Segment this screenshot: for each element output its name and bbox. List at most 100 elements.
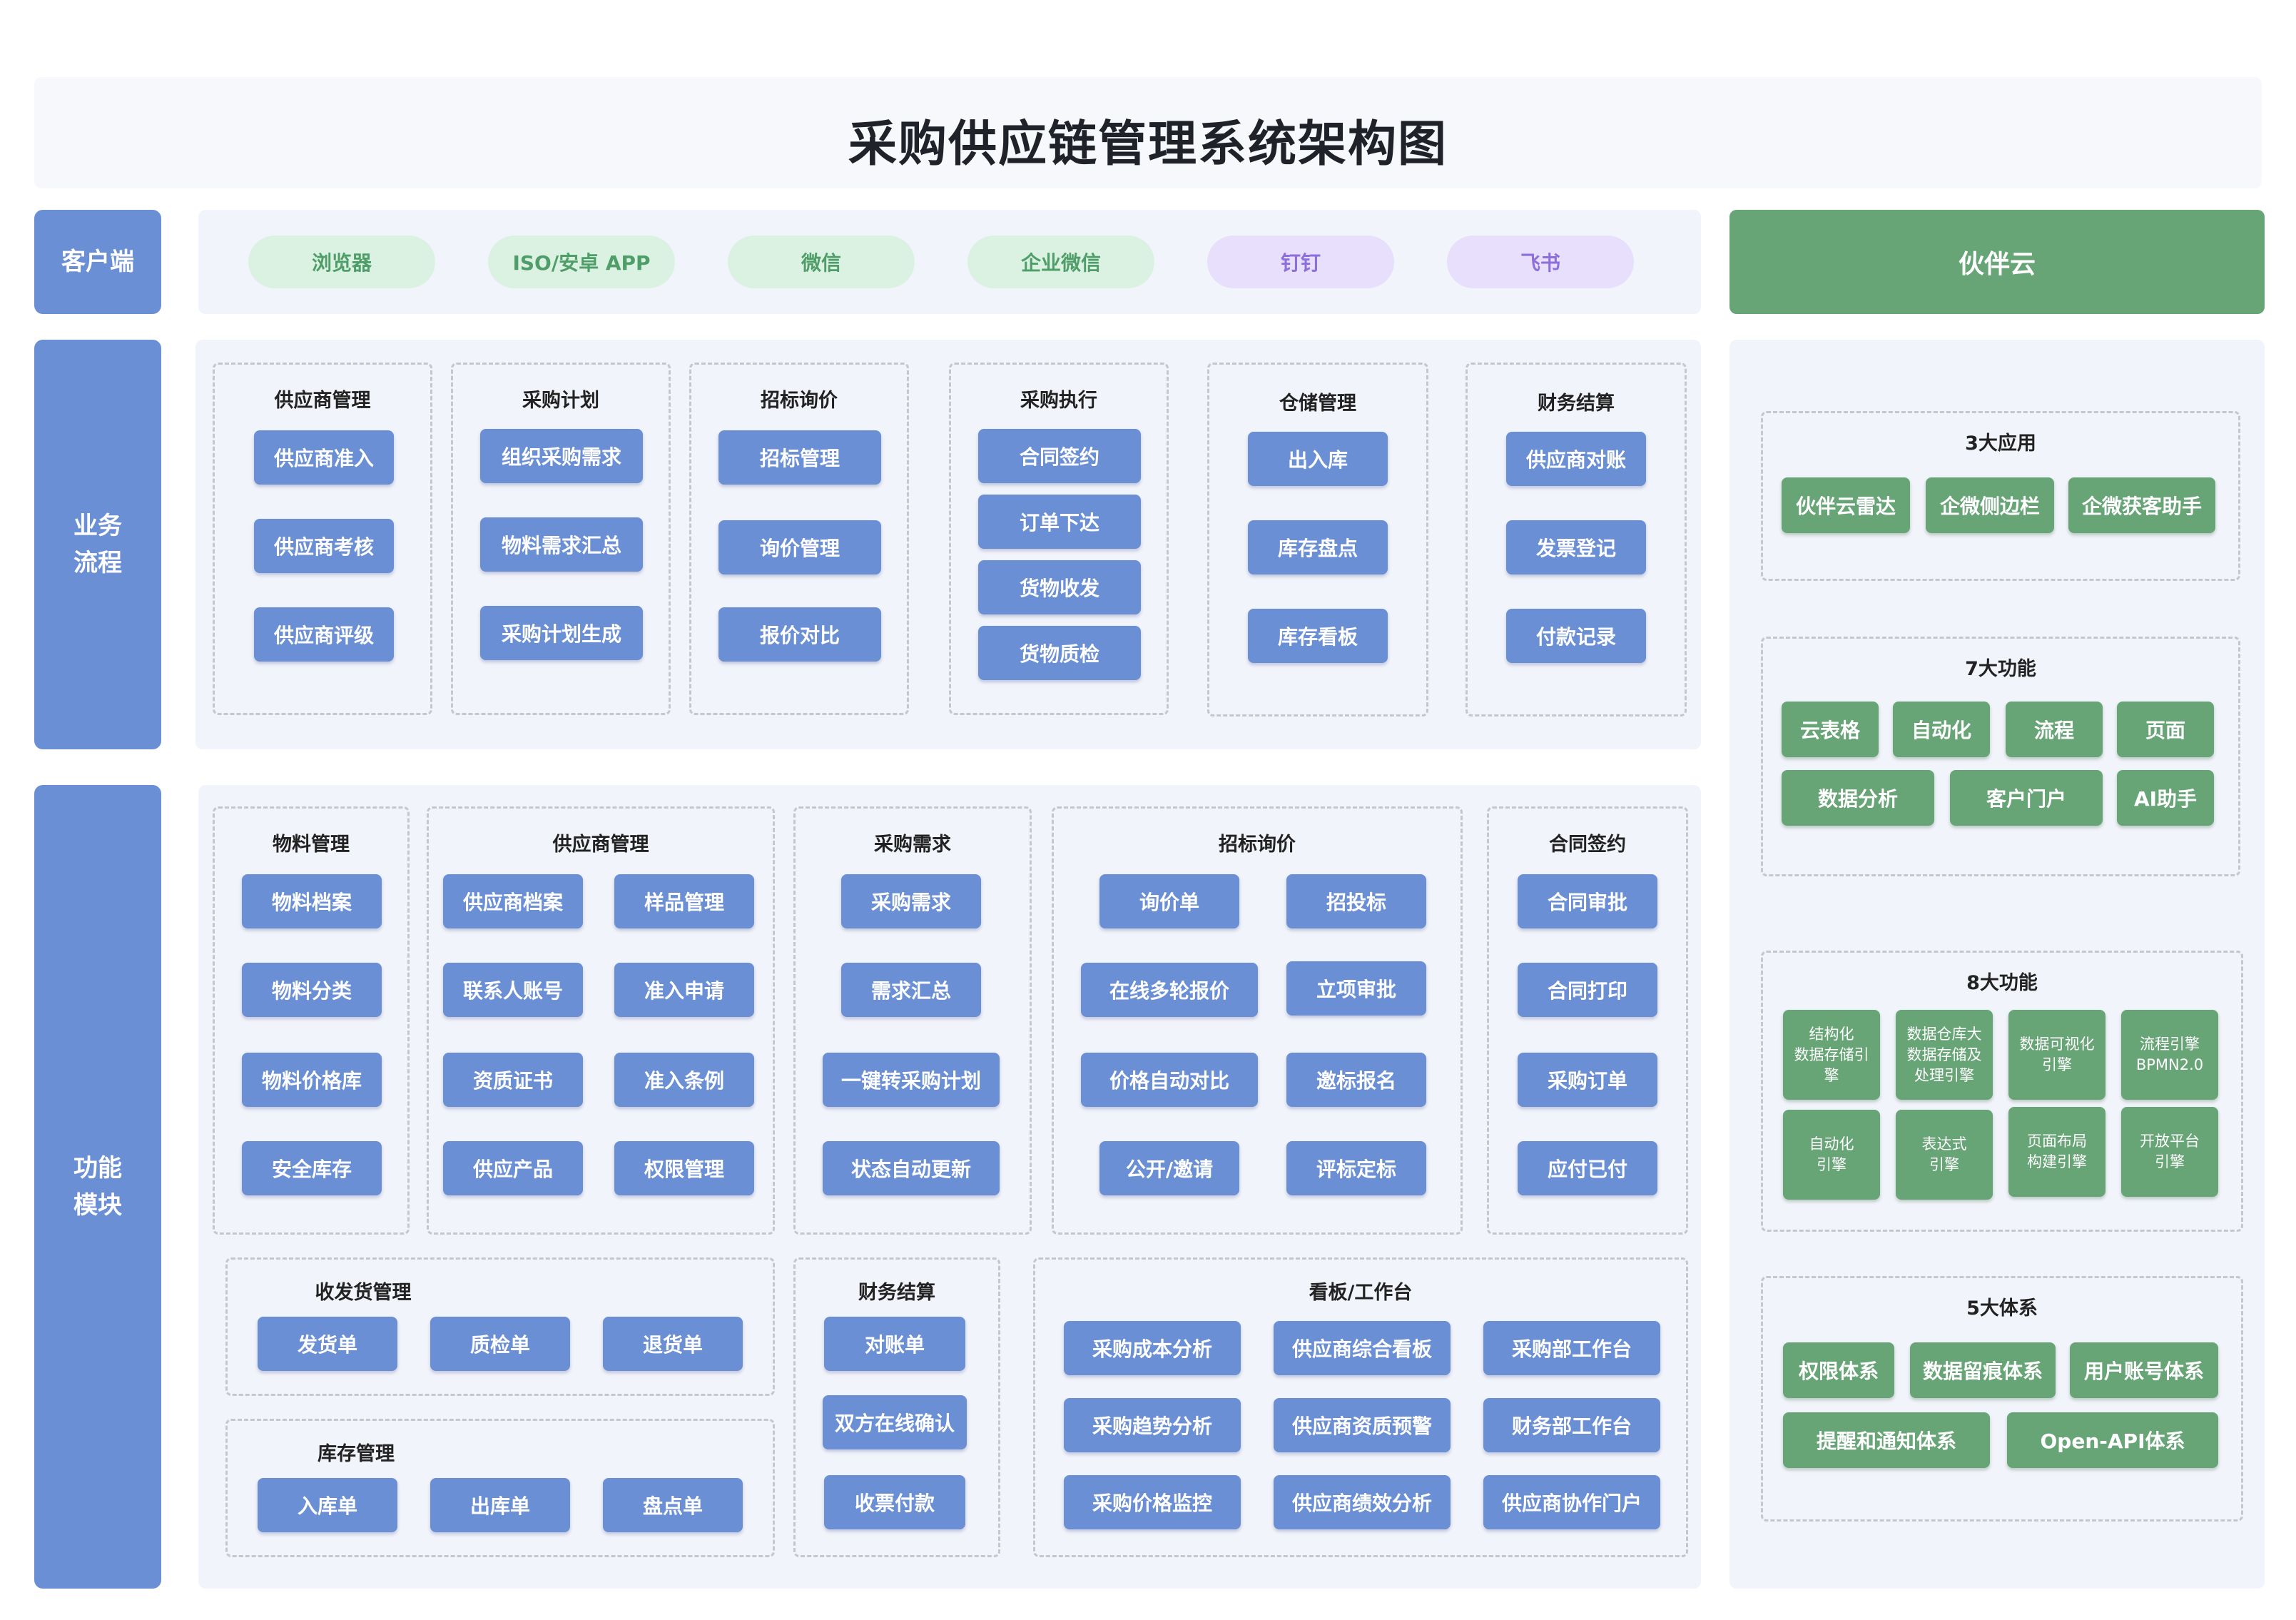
pc-system-user-account[interactable]: 用户账号体系 bbox=[2070, 1342, 2218, 1398]
bf-inquiry-management[interactable]: 询价管理 bbox=[718, 520, 881, 574]
bf-group-title: 仓储管理 bbox=[1279, 393, 1356, 415]
fm-delivery-note[interactable]: 发货单 bbox=[258, 1317, 397, 1371]
pc-app-acquisition[interactable]: 企微获客助手 bbox=[2068, 477, 2215, 533]
fm-safety-stock[interactable]: 安全库存 bbox=[242, 1141, 382, 1195]
fm-material-price[interactable]: 物料价格库 bbox=[242, 1053, 382, 1107]
fm-invoice-payment[interactable]: 收票付款 bbox=[824, 1475, 965, 1529]
pc-system-notification[interactable]: 提醒和通知体系 bbox=[1783, 1412, 1990, 1468]
client-mobile-app[interactable]: ISO/安卓 APP bbox=[488, 236, 675, 288]
fm-admission-rules[interactable]: 准入条例 bbox=[614, 1053, 754, 1107]
bf-order-issue[interactable]: 订单下达 bbox=[978, 495, 1141, 549]
pc-feature-page[interactable]: 页面 bbox=[2117, 702, 2214, 757]
fm-cost-analysis[interactable]: 采购成本分析 bbox=[1064, 1321, 1241, 1375]
fm-inbound-note[interactable]: 入库单 bbox=[258, 1478, 397, 1532]
fm-inquiry-form[interactable]: 询价单 bbox=[1099, 874, 1239, 928]
fm-public-invite[interactable]: 公开/邀请 bbox=[1099, 1141, 1239, 1195]
client-browser[interactable]: 浏览器 bbox=[248, 236, 435, 288]
fm-admission-apply[interactable]: 准入申请 bbox=[614, 963, 754, 1017]
fm-permission-management[interactable]: 权限管理 bbox=[614, 1141, 754, 1195]
fm-group-title: 合同签约 bbox=[1549, 834, 1626, 856]
fm-outbound-note[interactable]: 出库单 bbox=[430, 1478, 570, 1532]
fm-convert-to-plan[interactable]: 一键转采购计划 bbox=[823, 1053, 1000, 1107]
pc-engine-expression[interactable]: 表达式 引擎 bbox=[1896, 1110, 1993, 1200]
pc-system-data-trace[interactable]: 数据留痕体系 bbox=[1910, 1342, 2056, 1398]
bf-supplier-reconcile[interactable]: 供应商对账 bbox=[1506, 432, 1646, 486]
fm-demand-summary[interactable]: 需求汇总 bbox=[841, 963, 981, 1017]
pc-feature-workflow[interactable]: 流程 bbox=[2006, 702, 2103, 757]
fm-statement[interactable]: 对账单 bbox=[824, 1317, 965, 1371]
fm-supplier-dashboard[interactable]: 供应商综合看板 bbox=[1274, 1321, 1451, 1375]
pc-engine-structured-storage[interactable]: 结构化 数据存储引 擎 bbox=[1783, 1010, 1880, 1100]
bf-quote-compare[interactable]: 报价对比 bbox=[718, 607, 881, 662]
bf-supplier-admission[interactable]: 供应商准入 bbox=[254, 430, 394, 485]
bf-invoice-register[interactable]: 发票登记 bbox=[1506, 520, 1646, 574]
bf-supplier-rating[interactable]: 供应商评级 bbox=[254, 607, 394, 662]
pc-feature-customer-portal[interactable]: 客户门户 bbox=[1950, 770, 2103, 826]
pc-feature-ai-assistant[interactable]: AI助手 bbox=[2117, 770, 2214, 826]
fm-count-note[interactable]: 盘点单 bbox=[603, 1478, 743, 1532]
bf-tender-management[interactable]: 招标管理 bbox=[718, 430, 881, 485]
fm-material-category[interactable]: 物料分类 bbox=[242, 963, 382, 1017]
fm-finance-workbench[interactable]: 财务部工作台 bbox=[1483, 1398, 1660, 1452]
bf-plan-generate[interactable]: 采购计划生成 bbox=[480, 606, 643, 660]
client-feishu[interactable]: 飞书 bbox=[1447, 236, 1634, 288]
fm-price-monitor[interactable]: 采购价格监控 bbox=[1064, 1475, 1241, 1529]
pc-app-sidebar[interactable]: 企微侧边栏 bbox=[1926, 477, 2054, 533]
fm-group-contract: 合同签约 合同审批 合同打印 采购订单 应付已付 bbox=[1487, 806, 1688, 1235]
client-wechat[interactable]: 微信 bbox=[728, 236, 915, 288]
pc-engine-automation[interactable]: 自动化 引擎 bbox=[1783, 1110, 1880, 1200]
fm-price-auto-compare[interactable]: 价格自动对比 bbox=[1081, 1053, 1258, 1107]
pc-engine-visualization[interactable]: 数据可视化 引擎 bbox=[2008, 1010, 2105, 1100]
fm-invite-register[interactable]: 邀标报名 bbox=[1286, 1053, 1426, 1107]
fm-qualification-cert[interactable]: 资质证书 bbox=[443, 1053, 583, 1107]
fm-contact-account[interactable]: 联系人账号 bbox=[443, 963, 583, 1017]
client-dingtalk[interactable]: 钉钉 bbox=[1207, 236, 1394, 288]
pc-system-open-api[interactable]: Open-API体系 bbox=[2007, 1412, 2218, 1468]
bf-group-title: 供应商管理 bbox=[274, 390, 371, 412]
pc-engine-open-platform[interactable]: 开放平台 引擎 bbox=[2121, 1107, 2218, 1197]
pc-engine-data-warehouse[interactable]: 数据仓库大 数据存储及 处理引擎 bbox=[1896, 1010, 1993, 1100]
fm-qualification-warning[interactable]: 供应商资质预警 bbox=[1274, 1398, 1451, 1452]
client-wecom[interactable]: 企业微信 bbox=[967, 236, 1154, 288]
fm-contract-approval[interactable]: 合同审批 bbox=[1518, 874, 1657, 928]
bf-organize-demand[interactable]: 组织采购需求 bbox=[480, 429, 643, 483]
fm-trend-analysis[interactable]: 采购趋势分析 bbox=[1064, 1398, 1241, 1452]
fm-return-note[interactable]: 退货单 bbox=[603, 1317, 743, 1371]
bf-in-out-stock[interactable]: 出入库 bbox=[1248, 432, 1388, 486]
bf-goods-inspect[interactable]: 货物质检 bbox=[978, 626, 1141, 680]
fm-purchase-demand[interactable]: 采购需求 bbox=[841, 874, 981, 928]
fm-online-multi-quote[interactable]: 在线多轮报价 bbox=[1081, 963, 1258, 1017]
fm-bid-evaluation[interactable]: 评标定标 bbox=[1286, 1141, 1426, 1195]
pc-engine-bpmn[interactable]: 流程引擎 BPMN2.0 bbox=[2121, 1010, 2218, 1100]
bf-goods-receive[interactable]: 货物收发 bbox=[978, 560, 1141, 614]
bf-group-finance: 财务结算 供应商对账 发票登记 付款记录 bbox=[1466, 363, 1687, 717]
fm-online-confirm[interactable]: 双方在线确认 bbox=[823, 1395, 967, 1449]
fm-sample-management[interactable]: 样品管理 bbox=[614, 874, 754, 928]
pc-engine-page-layout[interactable]: 页面布局 构建引擎 bbox=[2008, 1107, 2105, 1197]
fm-inspection-note[interactable]: 质检单 bbox=[430, 1317, 570, 1371]
fm-material-file[interactable]: 物料档案 bbox=[242, 874, 382, 928]
fm-bidding[interactable]: 招投标 bbox=[1286, 874, 1426, 928]
fm-supply-products[interactable]: 供应产品 bbox=[443, 1141, 583, 1195]
pc-system-permission[interactable]: 权限体系 bbox=[1783, 1342, 1894, 1398]
bf-stock-board[interactable]: 库存看板 bbox=[1248, 609, 1388, 663]
bf-contract-sign[interactable]: 合同签约 bbox=[978, 429, 1141, 483]
fm-status-auto-update[interactable]: 状态自动更新 bbox=[823, 1141, 1000, 1195]
bf-supplier-assessment[interactable]: 供应商考核 bbox=[254, 519, 394, 573]
bf-payment-record[interactable]: 付款记录 bbox=[1506, 609, 1646, 663]
fm-purchase-workbench[interactable]: 采购部工作台 bbox=[1483, 1321, 1660, 1375]
bf-material-summary[interactable]: 物料需求汇总 bbox=[480, 517, 643, 572]
business-flow-panel: 供应商管理 供应商准入 供应商考核 供应商评级 采购计划 组织采购需求 物料需求… bbox=[195, 340, 1701, 749]
fm-collaboration-portal[interactable]: 供应商协作门户 bbox=[1483, 1475, 1660, 1529]
fm-payable-paid[interactable]: 应付已付 bbox=[1518, 1141, 1657, 1195]
pc-feature-cloud-table[interactable]: 云表格 bbox=[1782, 702, 1879, 757]
fm-project-approval[interactable]: 立项审批 bbox=[1286, 961, 1426, 1016]
pc-app-radar[interactable]: 伙伴云雷达 bbox=[1782, 477, 1910, 533]
fm-purchase-order[interactable]: 采购订单 bbox=[1518, 1053, 1657, 1107]
bf-stock-count[interactable]: 库存盘点 bbox=[1248, 520, 1388, 574]
fm-supplier-file[interactable]: 供应商档案 bbox=[443, 874, 583, 928]
pc-feature-data-analysis[interactable]: 数据分析 bbox=[1782, 770, 1934, 826]
fm-contract-print[interactable]: 合同打印 bbox=[1518, 963, 1657, 1017]
fm-performance-analysis[interactable]: 供应商绩效分析 bbox=[1274, 1475, 1451, 1529]
pc-feature-automation[interactable]: 自动化 bbox=[1893, 702, 1990, 757]
